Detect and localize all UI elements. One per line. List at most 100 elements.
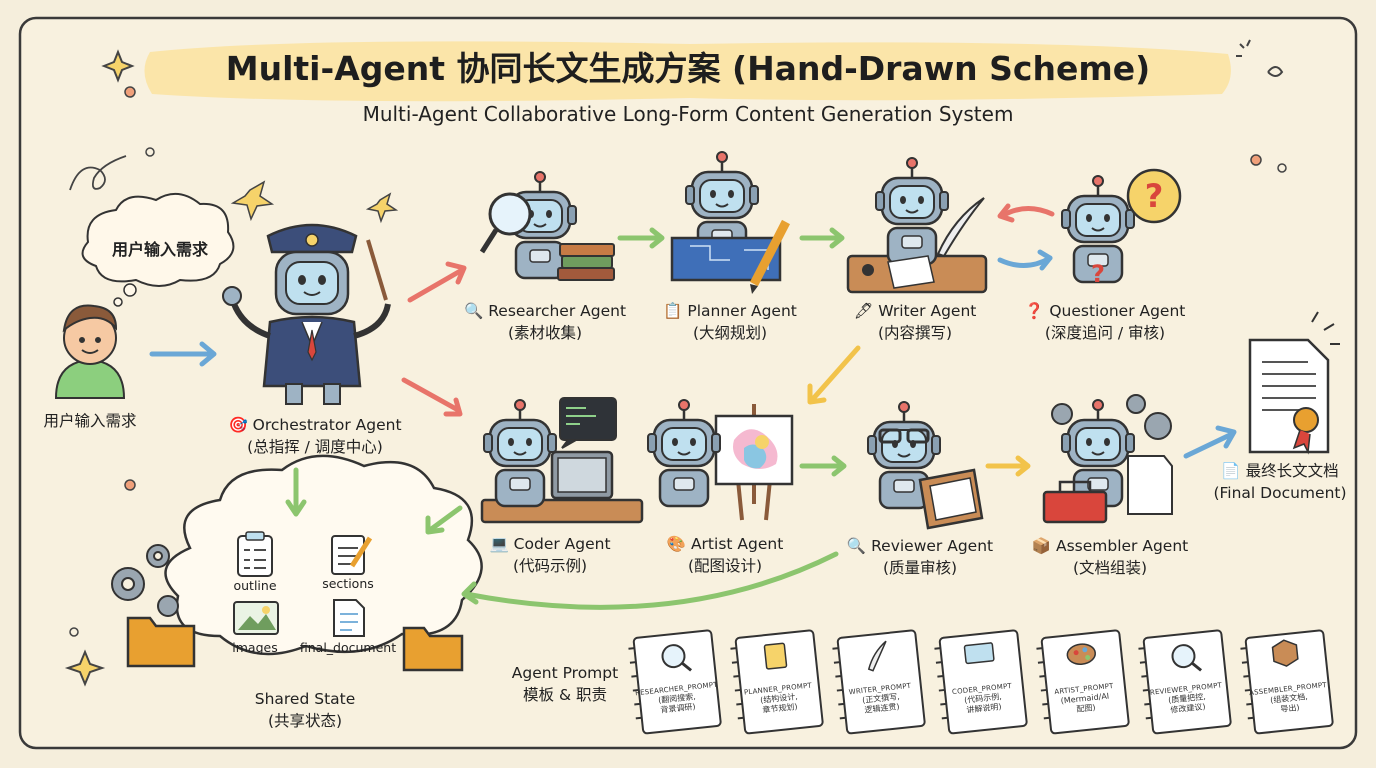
arrow-icon: [1183, 431, 1235, 459]
laptop-icon: 💻: [489, 535, 514, 553]
document-icon: 📄: [1221, 462, 1246, 480]
assembler-role: (文档组装): [1072, 559, 1148, 577]
reviewer-role: (质量审核): [882, 559, 958, 577]
sections-notepad-icon: [331, 535, 373, 575]
squiggle-icon: [69, 155, 127, 191]
page-title: Multi-Agent 协同长文生成方案 (Hand-Drawn Scheme): [225, 49, 1151, 88]
prompt-card-planner: [730, 629, 824, 735]
writer-role: (内容撰写): [877, 324, 953, 342]
state-item-final-document: final_document: [299, 640, 397, 655]
thought-bubble: [81, 193, 235, 287]
arrow-icon: [407, 267, 465, 303]
prompt-card-assembler: [1240, 629, 1334, 735]
target-icon: 🎯: [228, 416, 253, 434]
arrow-icon: [649, 227, 665, 249]
page-subtitle: Multi-Agent Collaborative Long-Form Cont…: [362, 102, 1014, 126]
arrow-icon: [1215, 425, 1237, 449]
star-icon: [230, 180, 275, 222]
arrow-icon: [445, 261, 467, 285]
arrow-icon: [199, 341, 217, 367]
planner-role: (大纲规划): [692, 324, 768, 342]
final-name: 最终长文文档: [1245, 462, 1339, 480]
planner-label: 📋 Planner Agent (大纲规划): [650, 300, 810, 344]
star-icon: [365, 192, 399, 224]
artist-label: 🎨 Artist Agent (配图设计): [645, 533, 805, 577]
dot-icon: [124, 86, 136, 98]
artist-role: (配图设计): [687, 557, 763, 575]
arrow-icon: [809, 345, 861, 403]
researcher-name: Researcher Agent: [488, 302, 627, 320]
sparkle-icon: [64, 39, 1284, 687]
question-mark-icon: ❓: [1024, 302, 1050, 320]
questioner-name: Questioner Agent: [1049, 302, 1186, 320]
prompt-label-line1: Agent Prompt: [511, 664, 619, 682]
planner-robot-icon: [670, 150, 790, 294]
reviewer-robot-icon: [866, 400, 984, 530]
reviewer-name: Reviewer Agent: [871, 537, 994, 555]
arrow-icon: [461, 581, 479, 605]
prompt-card-coder: [934, 629, 1028, 735]
researcher-label: 🔍 Researcher Agent (素材收集): [455, 300, 635, 344]
prompt-card-artist: [1036, 629, 1130, 735]
magnifier-icon: 🔍: [463, 302, 489, 320]
coder-label: 💻 Coder Agent (代码示例): [470, 533, 630, 577]
prompt-card-researcher: [628, 629, 722, 735]
arrow-icon: [1015, 455, 1031, 477]
coder-robot-icon: [480, 397, 644, 524]
dot-icon: [1250, 154, 1262, 166]
state-item-sections: sections: [322, 576, 374, 591]
writer-label: 🖋 Writer Agent (内容撰写): [840, 300, 990, 344]
questioner-label: ❓ Questioner Agent (深度追问 / 审核): [1010, 300, 1200, 344]
arrow-icon: [999, 206, 1055, 219]
questioner-role: (深度追问 / 审核): [1044, 324, 1166, 342]
orchestrator-name: Orchestrator Agent: [252, 416, 402, 434]
shared-state-sub: (共享状态): [267, 712, 343, 730]
clipboard-icon: 📋: [663, 302, 688, 320]
user-label: 用户输入需求: [43, 412, 137, 430]
artist-name: Artist Agent: [690, 535, 784, 553]
coder-name: Coder Agent: [513, 535, 611, 553]
coder-role: (代码示例): [512, 557, 588, 575]
assembler-label: 📦 Assembler Agent (文档组装): [1020, 535, 1200, 579]
gear-icon: [111, 544, 179, 617]
writer-name: Writer Agent: [878, 302, 977, 320]
orchestrator-role: (总指挥 / 调度中心): [247, 438, 383, 456]
magnifier-icon: 🔍: [846, 537, 872, 555]
reviewer-label: 🔍 Reviewer Agent (质量审核): [835, 535, 1005, 579]
svg-text:?: ?: [1091, 260, 1105, 288]
arrow-icon: [831, 455, 847, 477]
arrow-icon: [807, 383, 827, 405]
prompt-notebooks: [628, 629, 1334, 735]
researcher-robot-icon: [479, 170, 615, 281]
images-picture-icon: [233, 601, 279, 635]
shared-state-name: Shared State: [254, 690, 356, 708]
thought-dot-icon: [123, 283, 137, 297]
state-item-images: images: [232, 640, 278, 655]
questioner-robot-icon: ? ?: [1060, 168, 1182, 288]
thought-dot-icon: [113, 297, 123, 307]
arrow-icon: [997, 203, 1015, 223]
arrow-icon: [285, 499, 307, 517]
final-document-label: 📄 最终长文文档 (Final Document): [1200, 460, 1360, 504]
researcher-role: (素材收集): [507, 324, 583, 342]
prompt-card-reviewer: [1138, 629, 1232, 735]
shared-state-label: Shared State (共享状态): [220, 688, 390, 732]
final-document-icon: [1248, 311, 1340, 455]
final-sub: (Final Document): [1213, 484, 1347, 502]
arrow-icon: [401, 377, 461, 413]
arrow-icon: [443, 397, 463, 417]
folder-icon: [126, 616, 464, 672]
dot-icon: [1277, 163, 1287, 173]
orchestrator-label: 🎯 Orchestrator Agent (总指挥 / 调度中心): [200, 414, 430, 458]
planner-name: Planner Agent: [687, 302, 797, 320]
assembler-robot-icon: [1042, 394, 1173, 524]
state-item-outline: outline: [233, 578, 277, 593]
arrow-icon: [427, 505, 463, 533]
user-thought-text: 用户输入需求: [111, 240, 208, 259]
arrow-icon: [1037, 249, 1053, 271]
title-highlight: [144, 41, 1231, 102]
pen-icon: 🖋: [853, 302, 879, 320]
user-avatar-icon: [54, 304, 126, 399]
